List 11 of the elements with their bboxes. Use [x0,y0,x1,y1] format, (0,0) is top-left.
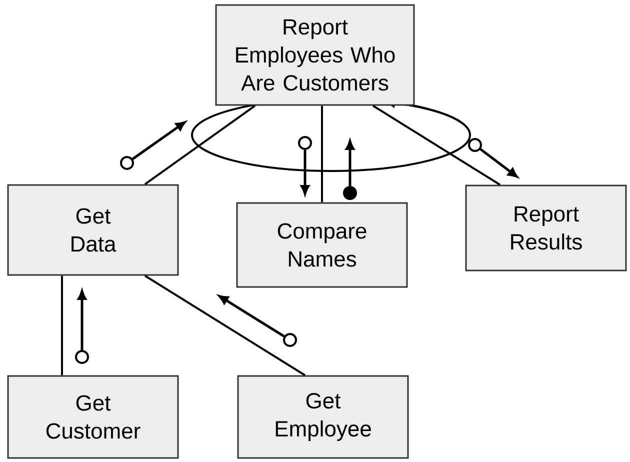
connector-line [372,104,501,186]
connector-line [144,104,256,186]
module-box: Report Results [465,184,627,272]
module-box: Report Employees Who Are Customers [215,4,415,106]
connector-line [61,276,63,376]
module-box: Get Data [7,184,179,276]
connector-line [321,106,323,202]
module-box: Compare Names [236,202,408,288]
module-box: Get Employee [237,375,409,459]
connector-line [144,274,306,376]
module-box: Get Customer [7,375,179,459]
